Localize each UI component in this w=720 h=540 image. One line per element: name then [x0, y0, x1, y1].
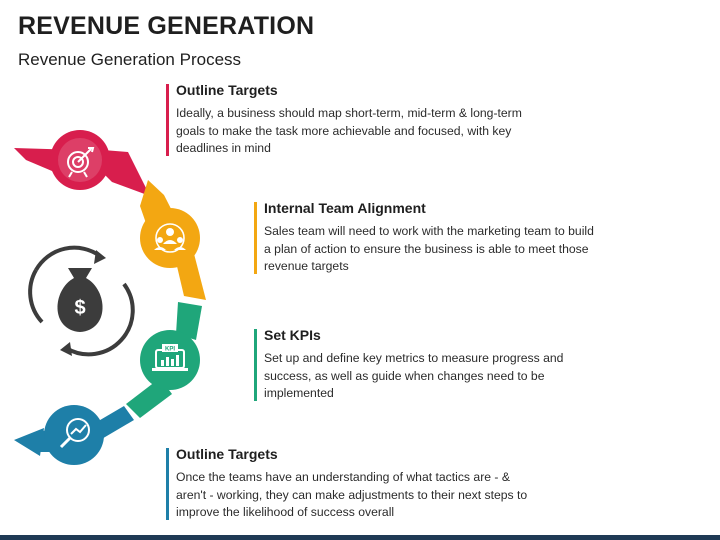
- step-4-node: [44, 405, 104, 465]
- step-4-heading: Outline Targets: [176, 446, 278, 462]
- step-1-node: [50, 130, 110, 190]
- magnifier-chart-icon: [59, 418, 90, 449]
- step-1-text-block: Outline Targets Ideally, a business shou…: [166, 82, 546, 158]
- step-1-heading: Outline Targets: [176, 82, 278, 98]
- step-3-description: Set up and define key metrics to measure…: [264, 351, 564, 400]
- step-4-accent-bar: [166, 448, 169, 520]
- page-title: REVENUE GENERATION: [18, 12, 315, 40]
- step-2-description: Sales team will need to work with the ma…: [264, 224, 594, 273]
- step-4-description: Once the teams have an understanding of …: [176, 470, 528, 519]
- step-2-text-block: Internal Team Alignment Sales team will …: [254, 200, 594, 276]
- step-3-text-block: Set KPIs Set up and define key metrics t…: [254, 327, 599, 403]
- step-1-accent-bar: [166, 84, 169, 156]
- step-2-accent-bar: [254, 202, 257, 274]
- step-4-text-block: Outline Targets Once the teams have an u…: [166, 446, 531, 522]
- step-3-node: KPI: [140, 330, 200, 390]
- process-illustration: KPI $: [14, 130, 206, 465]
- money-bag-cycle-icon: $: [28, 245, 135, 357]
- kpi-icon: KPI: [152, 344, 188, 371]
- step-2-node: [140, 208, 200, 268]
- step-2-heading: Internal Team Alignment: [264, 200, 426, 216]
- green-arrow-band: [176, 302, 202, 340]
- blue-arrow-head: [14, 428, 44, 456]
- team-icon: [154, 223, 186, 253]
- step-1-description: Ideally, a business should map short-ter…: [176, 106, 522, 155]
- page-subtitle: Revenue Generation Process: [18, 50, 242, 69]
- step-3-accent-bar: [254, 329, 257, 401]
- target-icon: [67, 147, 95, 178]
- dollar-symbol: $: [74, 297, 85, 319]
- step-3-heading: Set KPIs: [264, 327, 321, 343]
- kpi-badge-text: KPI: [165, 347, 175, 353]
- footer-bar: [0, 535, 720, 540]
